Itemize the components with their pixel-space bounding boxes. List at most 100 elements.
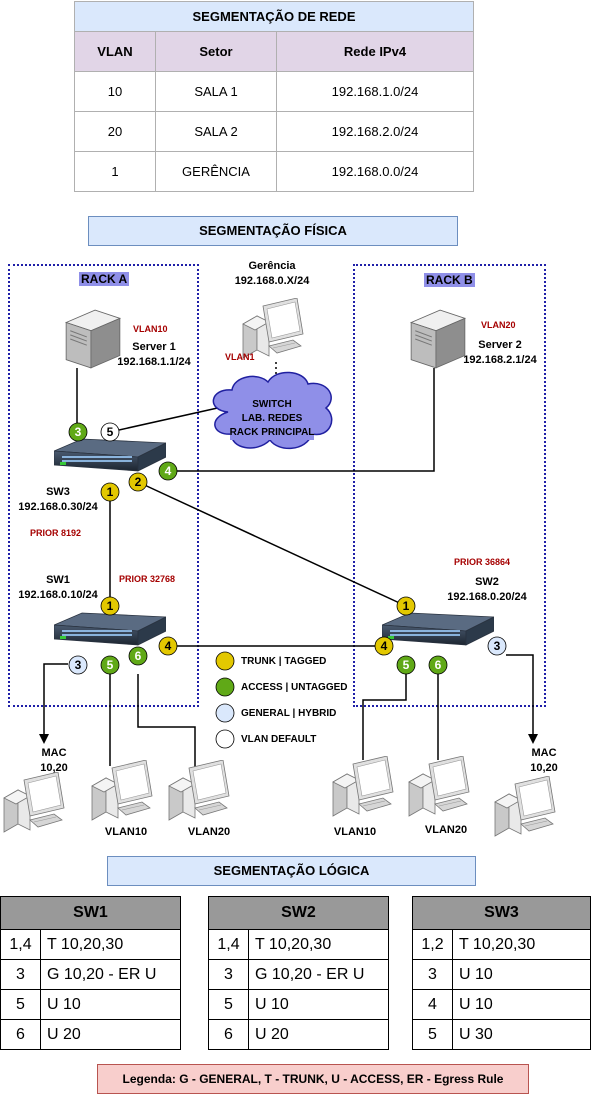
port-cell: 5 (0, 989, 41, 1020)
port-cell: 3 (412, 959, 453, 990)
sw2-table-title: SW2 (208, 896, 389, 930)
arrow-mac-left (39, 734, 49, 744)
sw2-name: SW2 (475, 576, 499, 588)
port-sw1-5 (100, 655, 120, 675)
port-cell: 4 (412, 989, 453, 1020)
pc-right-vlan20-label: VLAN20 (424, 824, 468, 836)
port-label: 5 (107, 425, 114, 439)
cell-vlan: 10 (74, 71, 156, 112)
port-cell: 1,4 (0, 929, 41, 960)
management-ip: 192.168.0.X/24 (234, 275, 310, 287)
config-cell: T 10,20,30 (452, 929, 591, 960)
cell-vlan: 20 (74, 111, 156, 152)
port-label: 2 (135, 475, 142, 489)
mac-left-line2: 10,20 (40, 762, 68, 774)
port-sw2-6 (428, 655, 448, 675)
pc-right-vlan10-label: VLAN10 (333, 826, 377, 838)
port-sw3-5 (100, 422, 120, 442)
legend-trunk-dot (215, 651, 235, 671)
port-sw3-2 (128, 472, 148, 492)
cloud-line1: SWITCH (252, 399, 292, 410)
port-sw2-1 (396, 596, 416, 616)
sw1-icon (54, 612, 166, 646)
port-label: 4 (165, 464, 172, 478)
rack-a-label: RACK A (79, 272, 130, 286)
cloud-line2: LAB. REDES (241, 413, 303, 424)
mac-left-label: MAC 10,20 (34, 746, 74, 776)
server2-label: Server 2 192.168.2.1/24 (454, 338, 546, 368)
port-cell: 1,2 (412, 929, 453, 960)
port-sw1-3 (68, 655, 88, 675)
port-label: 1 (107, 485, 114, 499)
config-cell: U 10 (40, 989, 181, 1020)
cell-rede: 192.168.2.0/24 (276, 111, 474, 152)
legend-general-dot (215, 703, 235, 723)
mac-left-line1: MAC (41, 747, 67, 759)
sw1-ip: 192.168.0.10/24 (18, 589, 98, 601)
cloud-line3: RACK PRINCIPAL (229, 426, 315, 440)
port-sw1-1 (100, 596, 120, 616)
server1-label: Server 1 192.168.1.1/24 (108, 340, 200, 370)
pc-left-vlan20-icon (168, 760, 230, 821)
port-label: 6 (435, 658, 442, 672)
sw3-icon (54, 438, 166, 472)
mac-right-label: MAC 10,20 (524, 746, 564, 776)
sw3-label: SW3 192.168.0.30/24 (10, 485, 106, 515)
port-label: 3 (75, 425, 82, 439)
rack-a (8, 264, 199, 707)
config-cell: U 30 (452, 1019, 591, 1050)
config-cell: U 10 (452, 959, 591, 990)
network-table-title: SEGMENTAÇÃO DE REDE (74, 1, 474, 32)
cell-rede: 192.168.0.0/24 (276, 151, 474, 192)
cloud-label: SWITCH LAB. REDES RACK PRINCIPAL (220, 398, 324, 440)
cell-setor: SALA 1 (155, 71, 277, 112)
cell-rede: 192.168.1.0/24 (276, 71, 474, 112)
cell-setor: SALA 2 (155, 111, 277, 152)
link-sw2-mac (506, 654, 534, 738)
port-sw3-3 (68, 422, 88, 442)
port-label: 5 (107, 658, 114, 672)
config-cell: U 10 (248, 989, 389, 1020)
sw3-ip: 192.168.0.30/24 (18, 501, 98, 513)
config-cell: T 10,20,30 (248, 929, 389, 960)
port-label: 4 (381, 639, 388, 653)
pc-right-vlan20-icon (408, 756, 470, 817)
config-cell: G 10,20 - ER U (248, 959, 389, 990)
port-cell: 3 (208, 959, 249, 990)
link-sw1-mac (43, 663, 68, 738)
sw1-table-title: SW1 (0, 896, 181, 930)
port-label: 4 (165, 639, 172, 653)
bottom-legend: Legenda: G - GENERAL, T - TRUNK, U - ACC… (97, 1064, 529, 1094)
sw1-name: SW1 (46, 574, 70, 586)
sw2-prior: PRIOR 36864 (454, 557, 511, 567)
management-pc-icon (242, 298, 304, 359)
sw2-icon (382, 612, 494, 646)
sw2-label: SW2 192.168.0.20/24 (440, 575, 534, 605)
arrow-mac-right (528, 734, 538, 744)
port-label: 6 (135, 649, 142, 663)
config-cell: U 20 (40, 1019, 181, 1050)
sw2-ip: 192.168.0.20/24 (447, 591, 527, 603)
server2-ip: 192.168.2.1/24 (463, 354, 537, 366)
mac-right-line2: 10,20 (530, 762, 558, 774)
sw3-name: SW3 (46, 486, 70, 498)
sw3-table-title: SW3 (412, 896, 591, 930)
port-label: 5 (403, 658, 410, 672)
config-cell: U 10 (452, 989, 591, 1020)
legend-trunk: TRUNK | TAGGED (241, 656, 327, 667)
management-label: Gerência 192.168.0.X/24 (222, 259, 322, 289)
management-vlan: VLAN1 (225, 352, 255, 362)
mac-left-pc-icon (3, 772, 65, 833)
config-cell: G 10,20 - ER U (40, 959, 181, 990)
header-rede: Rede IPv4 (276, 31, 474, 72)
network-segmentation-table: SEGMENTAÇÃO DE REDE VLAN Setor Rede IPv4… (74, 1, 474, 192)
link-sw2-pc10 (362, 674, 407, 760)
port-sw1-4 (158, 636, 178, 656)
rack-b-label: RACK B (424, 273, 475, 287)
port-sw2-3 (487, 636, 507, 656)
port-sw3-1 (100, 482, 120, 502)
pc-left-vlan20-label: VLAN20 (187, 826, 231, 838)
